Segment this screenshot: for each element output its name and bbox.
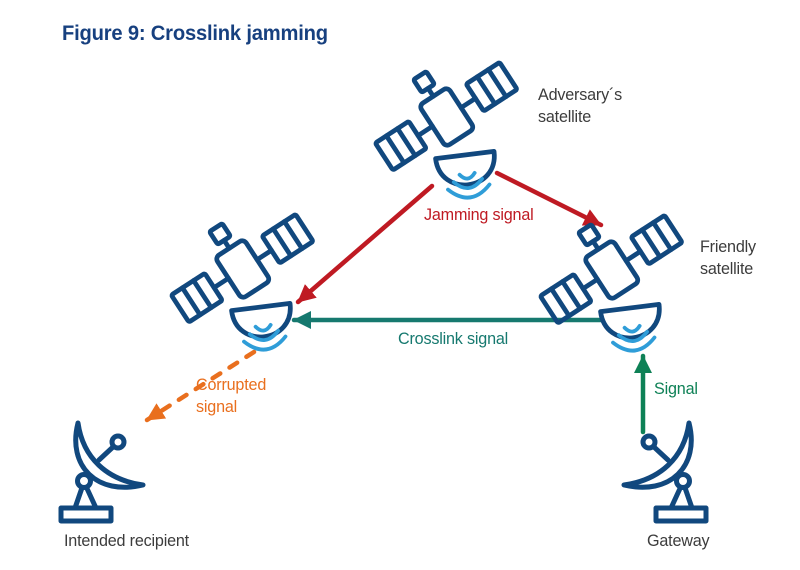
corrupted-arrow <box>144 349 257 423</box>
uplink-signal-label: Signal <box>654 379 698 398</box>
intended-recipient-label: Intended recipient <box>64 531 189 550</box>
corrupted-signal-label: Corrupted signal <box>196 375 267 417</box>
jamming-signal-label: Jamming signal <box>424 205 534 224</box>
adversary-satellite-label: Adversary´s satellite <box>538 85 623 127</box>
target-satellite-icon <box>154 187 319 353</box>
jamming-arrow-right <box>494 170 604 228</box>
figure-title: Figure 9: Crosslink jamming <box>62 22 328 45</box>
jamming-arrow-left <box>295 183 435 305</box>
crosslink-signal-label: Crosslink signal <box>398 329 509 348</box>
gateway-label: Gateway <box>647 531 710 550</box>
intended-recipient-dish-icon <box>61 423 143 521</box>
friendly-satellite-icon <box>523 188 688 354</box>
adversary-satellite-icon <box>358 35 523 201</box>
gateway-dish-icon <box>624 423 706 521</box>
friendly-satellite-label: Friendly satellite <box>700 237 756 279</box>
